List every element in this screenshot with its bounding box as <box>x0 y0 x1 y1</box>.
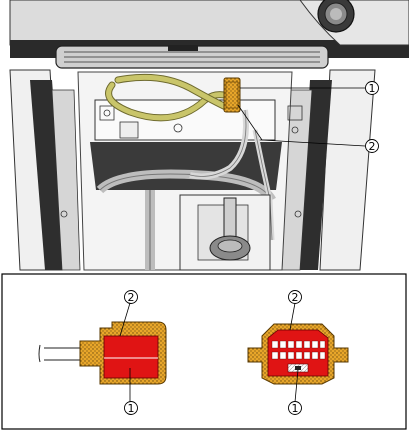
leader-right-2 <box>289 302 296 331</box>
callout-top-2: 2 <box>365 139 379 153</box>
connector-side-view <box>38 321 167 385</box>
svg-text:2: 2 <box>128 291 135 304</box>
callout-right-1: 1 <box>288 401 302 415</box>
svg-text:1: 1 <box>128 402 135 415</box>
callout-left-2: 2 <box>124 290 138 304</box>
leader-left-2 <box>119 302 131 337</box>
leader-line-2a <box>237 104 263 141</box>
gear-shifter-icon <box>179 194 271 271</box>
leader-right-1 <box>294 369 299 403</box>
svg-text:1: 1 <box>369 82 376 95</box>
svg-text:2: 2 <box>292 291 299 304</box>
callout-left-1: 1 <box>124 401 138 415</box>
connector-front-view <box>247 323 349 385</box>
connector-icon <box>223 77 241 113</box>
callout-right-2: 2 <box>288 290 302 304</box>
svg-text:2: 2 <box>369 140 376 153</box>
console-illustration <box>9 0 409 271</box>
callout-top-1: 1 <box>365 81 379 95</box>
leader-line-2b <box>261 139 366 147</box>
dashboard-vent-icon <box>55 45 329 69</box>
dial-knob-icon <box>317 0 355 33</box>
svg-text:1: 1 <box>292 402 299 415</box>
wire-harness-icon <box>105 73 232 122</box>
